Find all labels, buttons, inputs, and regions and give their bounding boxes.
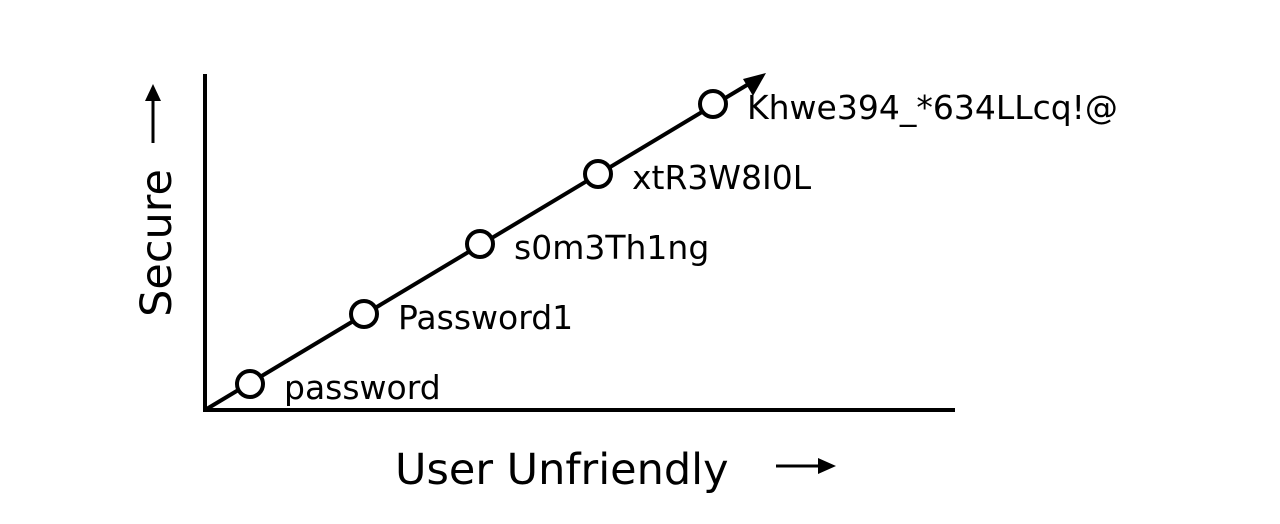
point-label: Khwe394_*634LLcq!@ [747,88,1118,127]
y-axis-arrow-icon [145,84,161,143]
trend-arrowhead-icon [743,73,766,96]
point-marker [698,89,728,119]
x-axis-arrow-icon [776,458,836,474]
point-marker [235,369,265,399]
point-marker [349,299,379,329]
point-xtr3w8i0l: xtR3W8I0L [583,158,812,197]
x-axis-title: User Unfriendly [395,445,729,495]
point-marker [583,159,613,189]
point-label: s0m3Th1ng [514,228,709,267]
point-label: xtR3W8I0L [632,158,812,197]
point-password1: Password1 [349,298,573,337]
point-password: password [235,368,441,407]
point-khwe394: Khwe394_*634LLcq!@ [698,88,1118,127]
point-label: password [284,368,441,407]
point-marker [465,229,495,259]
point-label: Password1 [398,298,573,337]
point-s0m3th1ng: s0m3Th1ng [465,228,709,267]
y-axis-title: Secure [132,169,182,317]
